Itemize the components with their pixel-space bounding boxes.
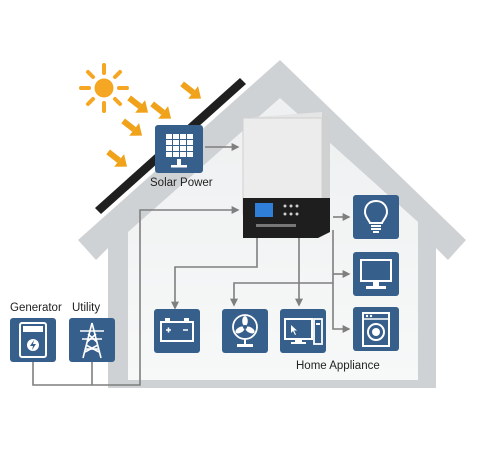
solar-panel-icon <box>155 125 203 173</box>
generator-meter-icon <box>10 318 56 362</box>
sun-ray-arrows <box>106 81 202 167</box>
inverter-icon <box>242 112 330 238</box>
connection-lines <box>32 143 351 386</box>
solar-power-label: Solar Power <box>150 177 213 189</box>
home-appliance-label: Home Appliance <box>296 360 380 372</box>
fan-icon <box>222 309 268 353</box>
battery-icon <box>154 309 200 353</box>
inverter-lcd <box>255 203 273 217</box>
power-tower-icon <box>69 318 115 362</box>
utility-label: Utility <box>72 302 101 314</box>
monitor-icon <box>353 252 399 296</box>
computer-icon <box>280 309 326 353</box>
washing-machine-icon <box>353 307 399 351</box>
light-bulb-icon <box>353 195 399 239</box>
sun-icon <box>79 63 129 113</box>
generator-label: Generator <box>10 302 62 314</box>
